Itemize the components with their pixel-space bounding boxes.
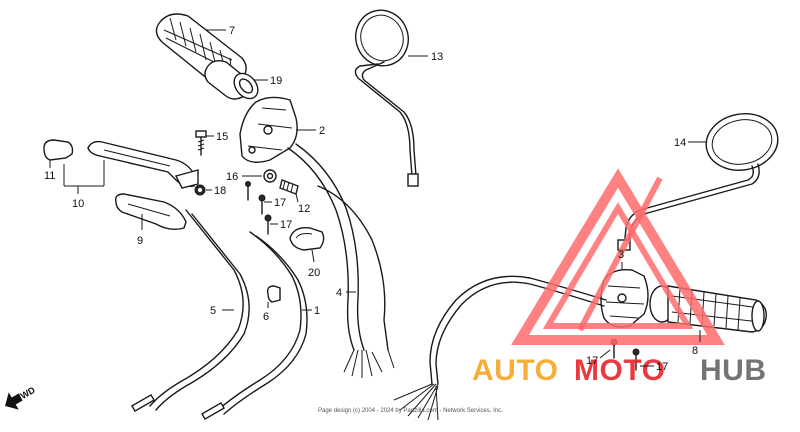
- svg-text:19: 19: [270, 75, 282, 87]
- callout-3: 3: [618, 249, 624, 270]
- pivot-bolt: [195, 130, 207, 156]
- switch-housing-right: [600, 269, 649, 328]
- fwd-label: FWD: [14, 385, 37, 404]
- watermark-text-auto: AUTO: [472, 354, 558, 387]
- callout-7: 7: [206, 25, 235, 37]
- callout-17b: 17: [270, 219, 292, 231]
- callout-8: 8: [692, 330, 701, 357]
- svg-text:12: 12: [298, 203, 310, 215]
- callout-1: 1: [302, 305, 320, 317]
- adjuster-nut: [263, 169, 277, 183]
- callout-20: 20: [308, 249, 320, 279]
- callout-13: 13: [408, 51, 443, 63]
- svg-text:20: 20: [308, 267, 320, 279]
- cable-throttle-a: [131, 209, 250, 413]
- svg-text:16: 16: [226, 171, 238, 183]
- callout-17d: 17: [640, 361, 668, 373]
- svg-text:9: 9: [137, 235, 143, 247]
- copyright-text: Page design (c) 2004 - 2024 by Partzilla…: [318, 408, 503, 414]
- svg-text:10: 10: [72, 198, 84, 210]
- callout-9: 9: [137, 214, 143, 247]
- svg-text:17: 17: [586, 355, 598, 367]
- svg-text:5: 5: [210, 305, 216, 317]
- svg-text:8: 8: [692, 345, 698, 357]
- mirror-right: [617, 113, 779, 251]
- callout-2: 2: [296, 125, 325, 137]
- svg-text:17: 17: [656, 361, 668, 373]
- callout-15: 15: [206, 131, 228, 143]
- screw: [245, 181, 272, 235]
- cable-clamp: [289, 227, 325, 251]
- svg-text:6: 6: [263, 311, 269, 323]
- mirror-left: [354, 9, 419, 187]
- wire-harness-right: [393, 275, 607, 421]
- callout-14: 14: [674, 137, 706, 149]
- throttle-collar: [233, 72, 259, 100]
- callout-17c: 17: [586, 349, 611, 367]
- watermark-text: AUTO MOTO HUB: [472, 354, 767, 387]
- cable-throttle-b: [201, 231, 308, 421]
- callout-12: 12: [295, 193, 310, 215]
- fwd-arrow: FWD: [5, 385, 37, 410]
- svg-text:15: 15: [216, 131, 228, 143]
- svg-text:1: 1: [314, 305, 320, 317]
- watermark-logo: [511, 168, 725, 345]
- lever-cover: [43, 139, 74, 161]
- svg-text:2: 2: [319, 125, 325, 137]
- cable-clip: [266, 285, 281, 303]
- svg-text:11: 11: [44, 170, 55, 182]
- callout-16: 16: [226, 171, 262, 183]
- cable-adjuster: [279, 179, 299, 195]
- svg-text:17: 17: [274, 197, 286, 209]
- callout-17a: 17: [264, 197, 286, 209]
- svg-text:13: 13: [431, 51, 443, 63]
- svg-text:3: 3: [618, 249, 624, 261]
- lever-guard: [114, 193, 187, 231]
- lock-nut: [194, 184, 206, 196]
- callout-19: 19: [254, 75, 282, 87]
- watermark-text-hub: HUB: [700, 354, 767, 387]
- watermark-text-moto: MOTO: [574, 354, 665, 387]
- lever-assembly: [87, 140, 199, 189]
- switch-housing-left: [239, 96, 298, 163]
- callout-10: 10: [63, 160, 105, 210]
- callout-11: 11: [44, 160, 55, 182]
- callout-5: 5: [210, 305, 234, 317]
- callout-6: 6: [263, 302, 269, 323]
- svg-text:7: 7: [229, 25, 235, 37]
- callout-18: 18: [206, 185, 226, 197]
- svg-text:14: 14: [674, 137, 686, 149]
- wire-harness-left: [287, 143, 395, 378]
- svg-text:17: 17: [280, 219, 292, 231]
- svg-text:4: 4: [336, 287, 342, 299]
- svg-text:18: 18: [214, 185, 226, 197]
- callout-4: 4: [336, 287, 356, 299]
